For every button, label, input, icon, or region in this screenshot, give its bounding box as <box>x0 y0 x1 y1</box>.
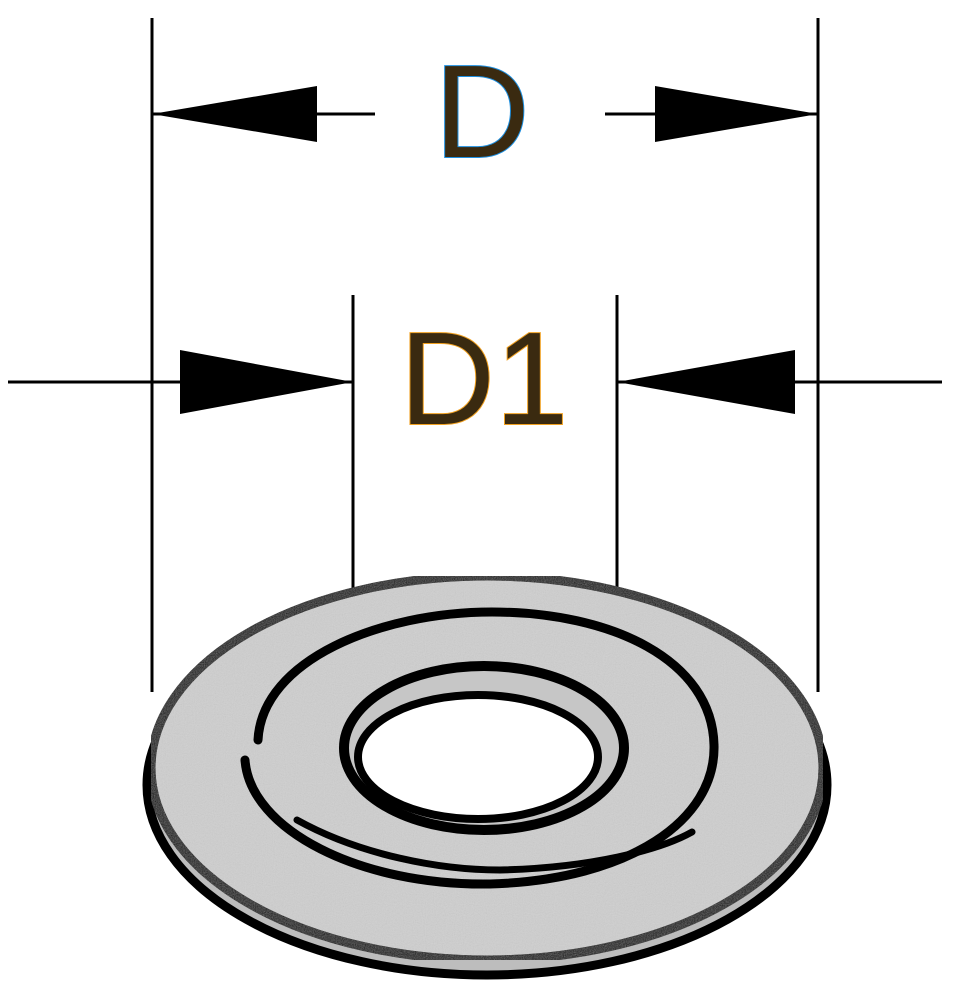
washer-outer-groove <box>240 607 719 889</box>
arrow-right-icon <box>655 86 818 142</box>
outer-diameter-label: D <box>434 38 529 185</box>
outer-dimension <box>152 86 818 142</box>
arrow-right-icon <box>180 350 353 414</box>
inner-dimension <box>8 350 942 414</box>
washer <box>142 571 832 980</box>
arrow-left-icon <box>617 350 795 414</box>
inner-diameter-label: D1 <box>400 305 569 452</box>
arrow-left-icon <box>152 86 317 142</box>
washer-lower-groove <box>293 816 696 874</box>
washer-center-hole <box>354 691 602 823</box>
